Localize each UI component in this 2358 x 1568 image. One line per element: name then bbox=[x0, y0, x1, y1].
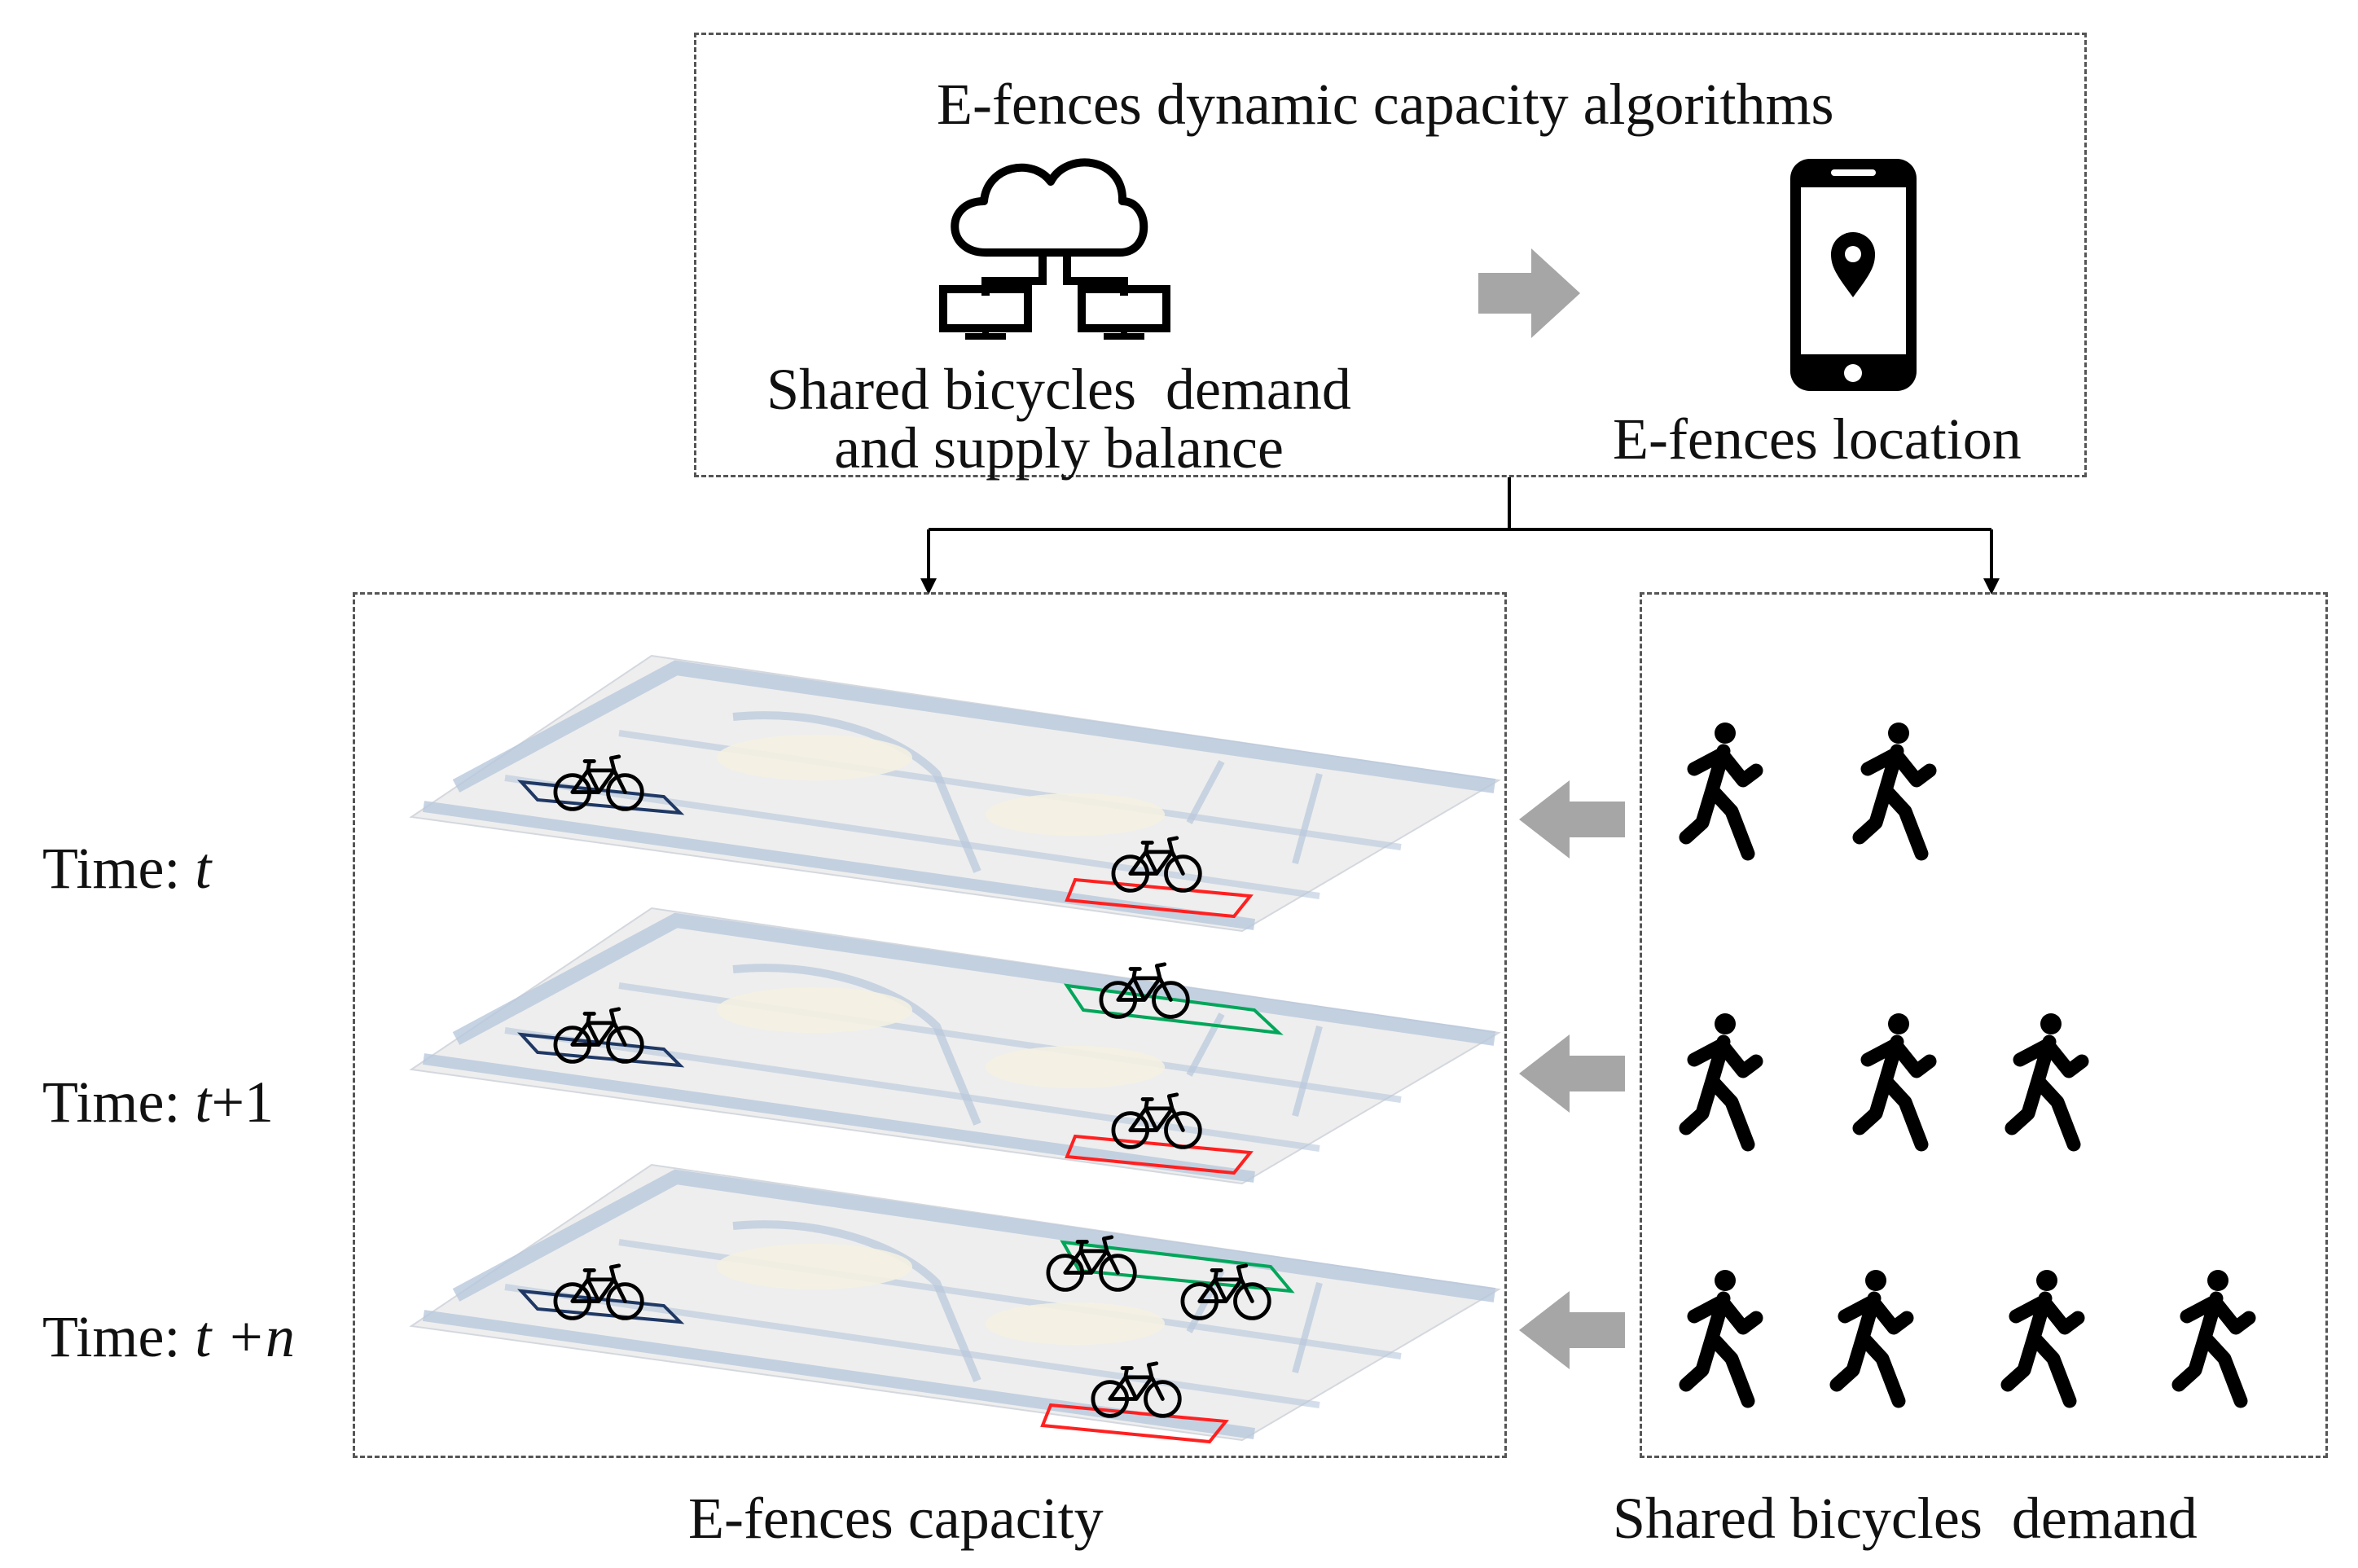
map-layer bbox=[409, 1163, 1501, 1444]
pedestrian-icon bbox=[2005, 1013, 2089, 1152]
cloud-network-icon bbox=[939, 158, 1170, 340]
bicycle-icon bbox=[553, 754, 644, 811]
pedestrian-icon bbox=[2000, 1270, 2085, 1408]
capacity-box bbox=[353, 592, 1507, 1458]
pedestrian-icon bbox=[2171, 1270, 2256, 1408]
balance-caption-line1: Shared bicycles demand bbox=[766, 357, 1351, 422]
fence-dark bbox=[517, 1032, 685, 1068]
balance-caption-line2: and supply balance bbox=[834, 415, 1284, 481]
bicycle-icon bbox=[1111, 1092, 1202, 1149]
pedestrian-icon bbox=[1679, 1270, 1763, 1408]
time-label-t-plus-n: Time: t +n bbox=[42, 1304, 296, 1369]
algorithm-title: E-fences dynamic capacity algorithms bbox=[937, 72, 1834, 137]
location-caption: E-fences location bbox=[1613, 406, 2022, 472]
bicycle-icon bbox=[1046, 1235, 1137, 1292]
time-label-t: Time: t bbox=[42, 836, 212, 901]
time-label-t-plus-1: Time: t+1 bbox=[42, 1069, 274, 1135]
fence-red bbox=[1065, 1134, 1254, 1175]
smartphone-location-icon bbox=[1790, 159, 1917, 391]
left-arrow-icon bbox=[1519, 1034, 1625, 1113]
algorithm-box bbox=[694, 33, 2087, 477]
bicycle-icon bbox=[1111, 836, 1202, 893]
pedestrian-icon bbox=[1829, 1270, 1914, 1408]
pedestrian-icon bbox=[1679, 1013, 1763, 1152]
computer-monitor-icon bbox=[1078, 285, 1170, 340]
fence-red bbox=[1065, 877, 1254, 919]
map-layer bbox=[409, 654, 1501, 933]
capacity-caption: E-fences capacity bbox=[688, 1486, 1104, 1551]
pedestrian-icon bbox=[1852, 1013, 1937, 1152]
fence-dark bbox=[517, 1289, 685, 1324]
pedestrian-icon bbox=[1852, 723, 1937, 861]
bicycle-icon bbox=[553, 1007, 644, 1064]
pedestrian-icon bbox=[1679, 723, 1763, 861]
bicycle-icon bbox=[553, 1263, 644, 1320]
cloud-icon bbox=[951, 158, 1148, 257]
right-arrow-icon bbox=[1478, 248, 1580, 338]
computer-monitor-icon bbox=[939, 285, 1032, 340]
bicycle-icon bbox=[1091, 1361, 1182, 1418]
fence-dark bbox=[517, 780, 685, 815]
demand-caption: Shared bicycles demand bbox=[1613, 1486, 2198, 1551]
bicycle-icon bbox=[1099, 962, 1190, 1019]
left-arrow-icon bbox=[1519, 1291, 1625, 1369]
map-layer bbox=[409, 907, 1501, 1185]
fence-green bbox=[1063, 983, 1284, 1035]
bicycle-icon bbox=[1180, 1263, 1271, 1320]
demand-box bbox=[1640, 592, 2328, 1458]
left-arrow-icon bbox=[1519, 780, 1625, 859]
